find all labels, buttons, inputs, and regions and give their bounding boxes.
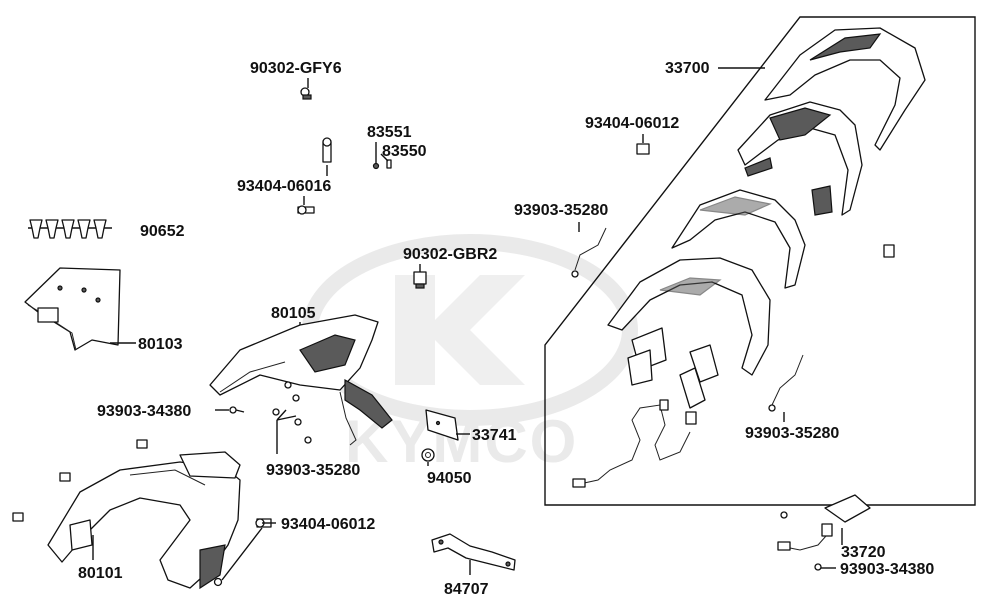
nut-90302-gbr2 xyxy=(413,271,427,289)
grab-rail-80105 xyxy=(209,314,393,446)
gasket-left xyxy=(627,327,667,386)
label-90302-gbr2: 90302-GBR2 xyxy=(403,246,497,263)
screw-93903-34380-right xyxy=(814,563,822,571)
bolt-93404-06016-lower xyxy=(297,205,315,215)
nut-94050 xyxy=(421,448,435,462)
label-94050: 94050 xyxy=(427,470,472,487)
inner-frame-upper xyxy=(671,189,806,289)
label-93903-35280-right: 93903-35280 xyxy=(745,425,839,442)
cover-plate-80103 xyxy=(24,267,121,351)
inner-frame-lower xyxy=(607,257,771,376)
assembly-33700-outline xyxy=(544,16,976,506)
wiring-harness xyxy=(572,399,697,488)
label-93903-34380-right: 93903-34380 xyxy=(840,561,934,578)
license-bracket-84707 xyxy=(431,533,516,571)
bolt-80101-c xyxy=(12,512,24,522)
label-80105: 80105 xyxy=(271,305,316,322)
screw-33720-upper xyxy=(780,511,788,519)
screw-90302-gfy6 xyxy=(300,87,312,100)
bolt-80101-b xyxy=(59,472,71,482)
bolt-right-side xyxy=(883,244,895,258)
label-83551: 83551 xyxy=(367,124,412,141)
label-33720: 33720 xyxy=(841,544,886,561)
reflector-plate-33741 xyxy=(425,409,459,441)
tail-light-housing xyxy=(737,101,863,216)
clip-83550 xyxy=(380,153,392,169)
gasket-right xyxy=(679,344,719,409)
label-93404-06012-bottom: 93404-06012 xyxy=(281,516,375,533)
label-33700: 33700 xyxy=(665,60,710,77)
label-83550: 83550 xyxy=(382,143,427,160)
tail-light-lens-top xyxy=(764,27,926,151)
bolt-80101-a xyxy=(136,439,148,449)
label-33741: 33741 xyxy=(472,427,517,444)
label-80103: 80103 xyxy=(138,336,183,353)
clip-strip-90652 xyxy=(28,219,112,239)
label-93903-34380-left: 93903-34380 xyxy=(97,403,191,420)
label-93404-06012-top: 93404-06012 xyxy=(585,115,679,132)
label-93404-06016: 93404-06016 xyxy=(237,178,331,195)
watermark-k-shape xyxy=(395,275,525,385)
screws-93903-35280-center xyxy=(272,381,312,454)
bolt-93404-06016-upper xyxy=(322,137,332,163)
rear-fender-80101 xyxy=(47,451,241,590)
label-93903-35280-top: 93903-35280 xyxy=(514,202,608,219)
license-light-33720 xyxy=(777,494,871,551)
label-90652: 90652 xyxy=(140,223,185,240)
screw-fender-lower xyxy=(213,577,223,587)
wire-clip-93903-35280-top xyxy=(571,227,607,278)
wire-clip-93903-35280-right xyxy=(768,354,804,412)
label-90302-gfy6: 90302-GFY6 xyxy=(250,60,342,77)
label-84707: 84707 xyxy=(444,581,489,598)
label-93903-35280-center: 93903-35280 xyxy=(266,462,360,479)
screw-93903-34380-left xyxy=(229,406,245,414)
bolt-93404-06012-top xyxy=(636,143,650,155)
label-80101: 80101 xyxy=(78,565,123,582)
clip-83551 xyxy=(372,142,380,170)
tail-light-reflector xyxy=(744,157,833,216)
